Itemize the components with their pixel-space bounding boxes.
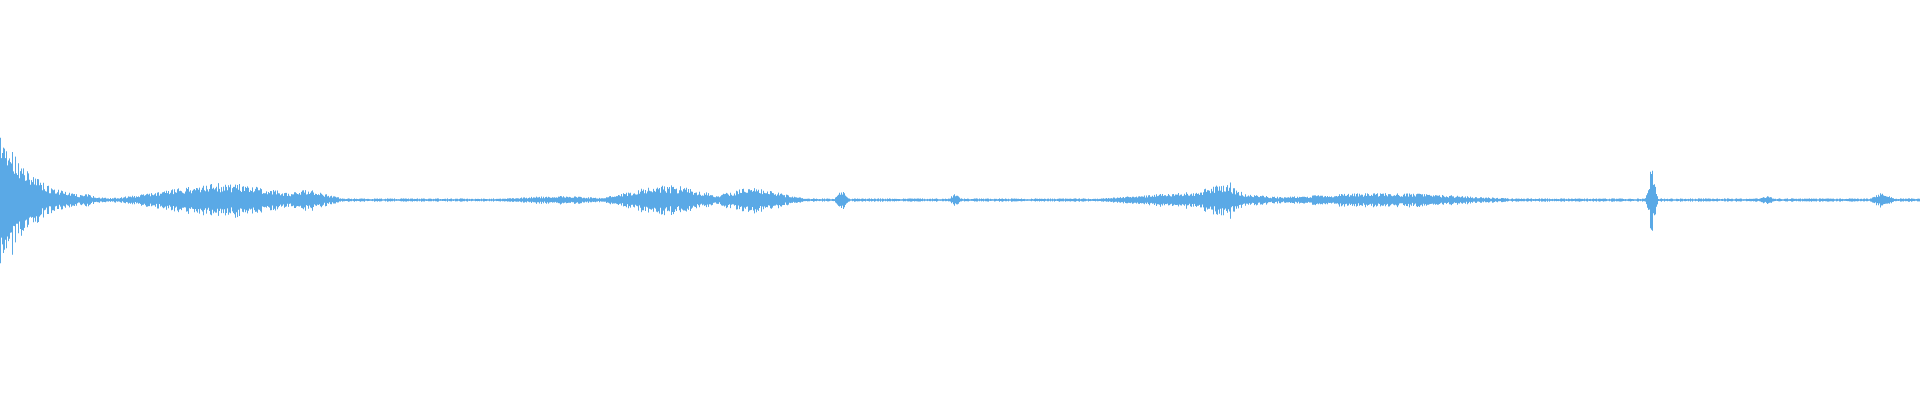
waveform-envelope — [0, 137, 1920, 264]
